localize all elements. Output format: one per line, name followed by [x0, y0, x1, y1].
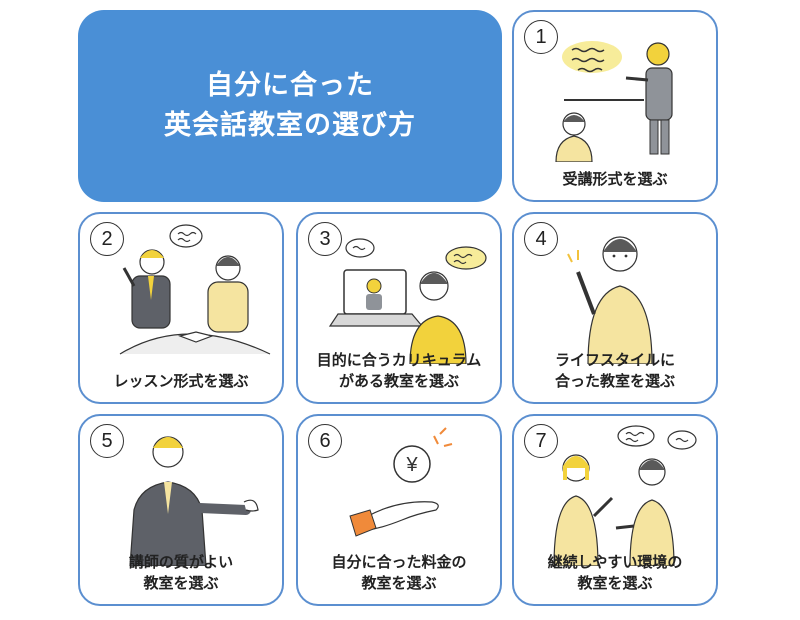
title-line-1: 自分に合った	[206, 70, 374, 101]
two-people-chatting-icon	[553, 425, 697, 566]
card-2: 2 レッスン形式を選ぶ	[78, 212, 284, 404]
card-4: 4 ライフスタイルに 合った教室を選ぶ	[512, 212, 718, 404]
card-number: 4	[524, 222, 558, 256]
card-caption: 自分に合った料金の 教室を選ぶ	[331, 553, 467, 592]
title-line-2: 英会話教室の選び方	[164, 110, 416, 141]
card-5: 5 講師の質がよい 教室を選ぶ	[78, 414, 284, 606]
card-caption: 目的に合うカリキュラム がある教室を選ぶ	[316, 351, 482, 390]
online-lesson-icon	[328, 238, 487, 364]
card-1: 1 受講形式を選ぶ	[512, 10, 718, 202]
card-number: 7	[524, 424, 558, 458]
card-caption: ライフスタイルに 合った教室を選ぶ	[554, 351, 675, 390]
card-number: 6	[308, 424, 342, 458]
teacher-presenting-icon	[555, 41, 673, 162]
card-caption: 講師の質がよい 教室を選ぶ	[128, 553, 234, 592]
card-number: 2	[90, 222, 124, 256]
teacher-gesturing-icon	[129, 436, 259, 566]
tutor-and-student-icon	[119, 224, 271, 355]
card-caption: 継続しやすい環境の 教室を選ぶ	[547, 553, 683, 592]
yen-coin-hand-icon: ¥	[349, 427, 453, 537]
card-number: 1	[524, 20, 558, 54]
title-banner: 自分に合った 英会話教室の選び方	[78, 10, 502, 202]
svg-text:¥: ¥	[405, 454, 418, 476]
card-number: 3	[308, 222, 342, 256]
person-idea-icon	[567, 236, 653, 364]
card-caption: レッスン形式を選ぶ	[113, 372, 249, 390]
card-caption: 受講形式を選ぶ	[562, 170, 668, 188]
card-7: 7 継続しやすい環境の 教室を選ぶ	[512, 414, 718, 606]
card-3: 3 目的に合うカリキュラム がある教室を選ぶ	[296, 212, 502, 404]
card-number: 5	[90, 424, 124, 458]
card-6: ¥ 6 自分に合った料金の 教室を選ぶ	[296, 414, 502, 606]
